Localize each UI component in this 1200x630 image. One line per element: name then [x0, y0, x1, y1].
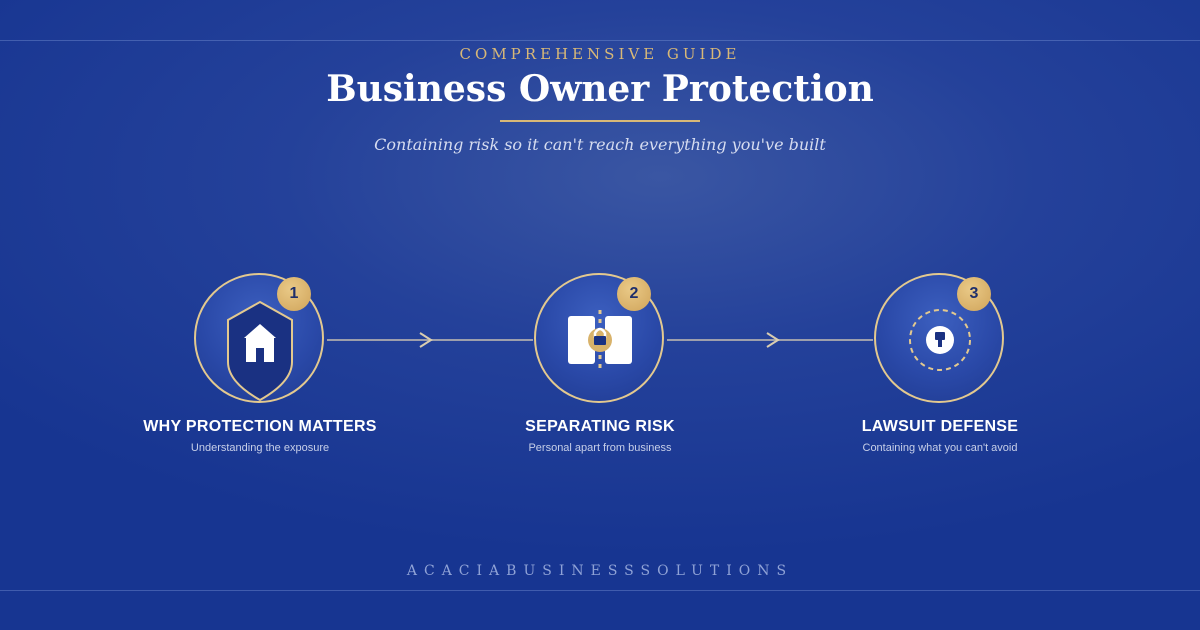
step-1-description: Understanding the exposure — [190, 442, 330, 454]
contained-keyhole-icon — [909, 309, 971, 371]
step-3-badge: 3 — [957, 277, 991, 311]
step-2-description: Personal apart from business — [528, 442, 672, 454]
top-divider — [0, 40, 1200, 41]
chevron-right-icon — [419, 332, 433, 348]
step-3-title: LAWSUIT DEFENSE — [861, 418, 1019, 435]
step-1-title: WHY PROTECTION MATTERS — [143, 418, 377, 435]
connector-line-2 — [667, 339, 873, 341]
chevron-right-icon — [766, 332, 780, 348]
brand-footer: ACACIABUSINESSSOLUTIONS — [406, 563, 794, 579]
page-title: Business Owner Protection — [326, 68, 874, 110]
step-2-title: SEPARATING RISK — [525, 418, 675, 435]
step-2-badge: 2 — [617, 277, 651, 311]
lock-divider-icon — [568, 310, 632, 370]
step-3-description: Containing what you can't avoid — [862, 442, 1018, 454]
page-subtitle: Containing risk so it can't reach everyt… — [374, 135, 826, 154]
step-1-badge: 1 — [277, 277, 311, 311]
shield-house-icon — [227, 300, 293, 402]
eyebrow-label: COMPREHENSIVE GUIDE — [459, 45, 741, 63]
bottom-divider — [0, 590, 1200, 591]
title-underline — [500, 120, 700, 122]
